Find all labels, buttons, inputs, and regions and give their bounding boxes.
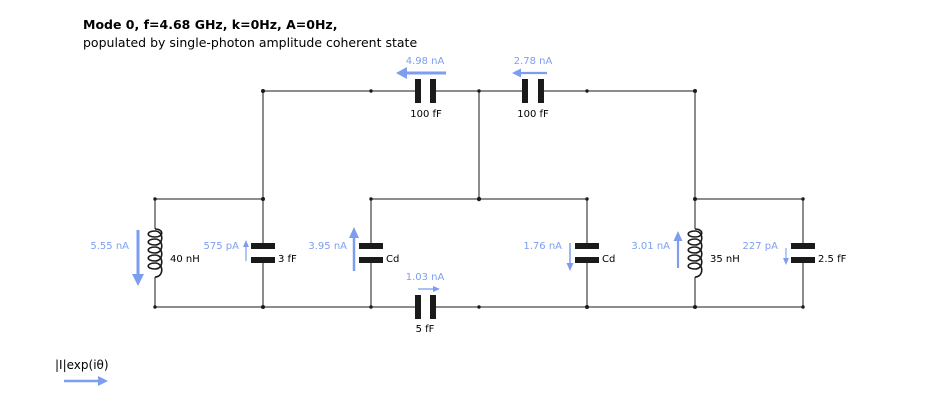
capacitor-3ff-label: 3 fF	[278, 254, 297, 265]
junction-nodes	[153, 89, 805, 309]
current-arrow-down-icon	[132, 274, 144, 286]
capacitor-3ff: 3 fF 575 pA	[204, 240, 297, 265]
capacitor-cd-right: Cd 1.76 nA	[523, 241, 615, 271]
inductor-right-current: 3.01 nA	[631, 241, 670, 252]
capacitor-top-right-label: 100 fF	[517, 109, 549, 120]
diagram-title: Mode 0, f=4.68 GHz, k=0Hz, A=0Hz, popula…	[83, 16, 417, 52]
capacitor-2-5ff-label: 2.5 fF	[818, 254, 847, 265]
current-arrow-up-icon	[349, 227, 359, 238]
capacitor-top-right-current: 2.78 nA	[514, 56, 553, 67]
capacitor-top-left-label: 100 fF	[410, 109, 442, 120]
capacitor-cd-right-current: 1.76 nA	[523, 241, 562, 252]
capacitor-5ff-current: 1.03 nA	[406, 272, 445, 283]
title-line-2: populated by single-photon amplitude coh…	[83, 35, 418, 50]
current-arrow-down-icon	[783, 258, 789, 265]
inductor-right: 35 nH 3.01 nA	[631, 228, 740, 278]
current-arrow-right-icon	[433, 286, 440, 292]
current-arrow-left-icon	[396, 67, 407, 79]
inductor-left-label: 40 nH	[170, 254, 200, 265]
capacitor-2-5ff: 2.5 fF 227 pA	[743, 241, 847, 265]
inductor-left-current: 5.55 nA	[90, 241, 129, 252]
capacitor-5ff: 5 fF 1.03 nA	[406, 272, 445, 335]
capacitor-top-left: 100 fF 4.98 nA	[396, 56, 446, 120]
capacitor-cd-left: Cd 3.95 nA	[308, 227, 399, 271]
capacitor-2-5ff-current: 227 pA	[743, 241, 779, 252]
capacitor-top-right: 100 fF 2.78 nA	[512, 56, 552, 120]
current-arrow-left-icon	[512, 68, 521, 78]
wires	[154, 90, 804, 308]
title-line-1: Mode 0, f=4.68 GHz, k=0Hz, A=0Hz,	[83, 17, 338, 32]
legend-label: |I|exp(iθ)	[55, 358, 109, 372]
current-arrow-down-icon	[566, 263, 574, 271]
capacitor-5ff-label: 5 fF	[416, 324, 435, 335]
inductor-right-label: 35 nH	[710, 254, 740, 265]
current-arrow-up-icon	[673, 231, 683, 241]
capacitor-top-left-current: 4.98 nA	[406, 56, 445, 67]
inductor-coil-icon	[147, 228, 163, 278]
capacitor-cd-left-label: Cd	[386, 254, 399, 265]
capacitor-3ff-current: 575 pA	[204, 241, 240, 252]
capacitor-cd-right-label: Cd	[602, 254, 615, 265]
legend-arrow-icon	[98, 376, 108, 386]
inductor-coil-icon	[687, 228, 703, 278]
inductor-left: 40 nH 5.55 nA	[90, 228, 200, 286]
legend: |I|exp(iθ)	[55, 358, 109, 386]
current-arrow-up-icon	[243, 240, 249, 247]
capacitor-cd-left-current: 3.95 nA	[308, 241, 347, 252]
